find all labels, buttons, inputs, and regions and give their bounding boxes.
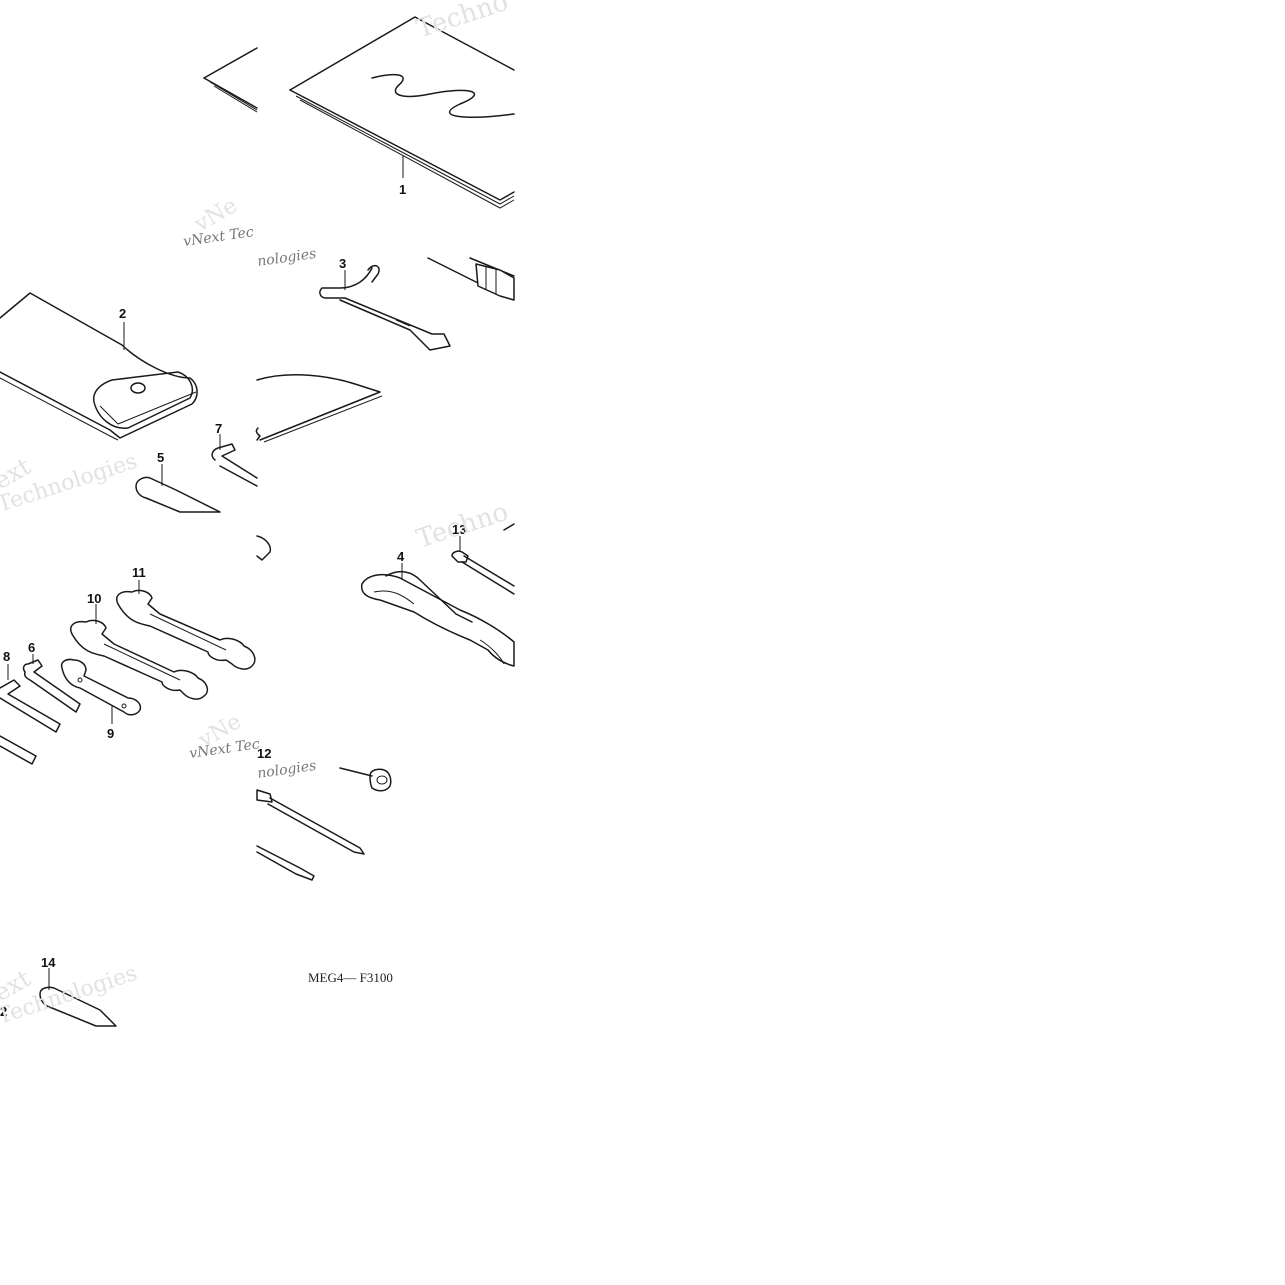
bag-corner-drawing xyxy=(255,374,383,443)
callout-13: 13 xyxy=(452,522,466,537)
callout-14: 14 xyxy=(41,955,56,970)
callout-6: 6 xyxy=(28,640,35,655)
watermark-ologies-1: nologies xyxy=(256,246,317,270)
owners-manual-drawing xyxy=(289,16,515,209)
part-14-drawing xyxy=(39,968,117,1027)
watermark-technologies-top: Techno xyxy=(413,0,512,45)
callout-3: 3 xyxy=(339,256,346,271)
callout-1: 1 xyxy=(399,182,406,197)
watermark-ologies-2: nologies xyxy=(256,758,317,782)
callout-10: 10 xyxy=(87,591,101,606)
wrench-9-drawing xyxy=(60,658,142,724)
screwdriver-set-drawing xyxy=(256,767,392,881)
watermark-technologies-3: Techno xyxy=(413,497,512,555)
part-13-drawing xyxy=(451,523,515,595)
callout-8: 8 xyxy=(3,649,10,664)
drawing-code: MEG4— F3100 xyxy=(308,970,393,985)
callout-12b: 2 xyxy=(0,1004,7,1019)
callout-12: 12 xyxy=(257,746,271,761)
hex-key-6-drawing xyxy=(22,654,81,713)
wrench-10-drawing xyxy=(70,604,209,700)
pliers-drawing xyxy=(360,563,515,667)
hex-key-7-drawing xyxy=(211,434,258,487)
screwdriver-handle-drawing xyxy=(427,257,515,301)
callout-9: 9 xyxy=(107,726,114,741)
pin-spanner-drawing xyxy=(319,264,451,351)
bag-snap-button xyxy=(130,382,146,394)
socket-wrench-drawing xyxy=(135,464,221,513)
fragment-drawing xyxy=(256,535,272,561)
manual-edge-drawing xyxy=(203,47,258,113)
wrench-11-drawing xyxy=(116,580,256,670)
hex-key-8-drawing xyxy=(0,664,61,765)
callout-5: 5 xyxy=(157,450,164,465)
callout-7: 7 xyxy=(215,421,222,436)
callout-2: 2 xyxy=(119,306,126,321)
callout-11: 11 xyxy=(132,565,146,580)
callout-4: 4 xyxy=(397,549,405,564)
tool-bag-drawing xyxy=(0,292,198,441)
